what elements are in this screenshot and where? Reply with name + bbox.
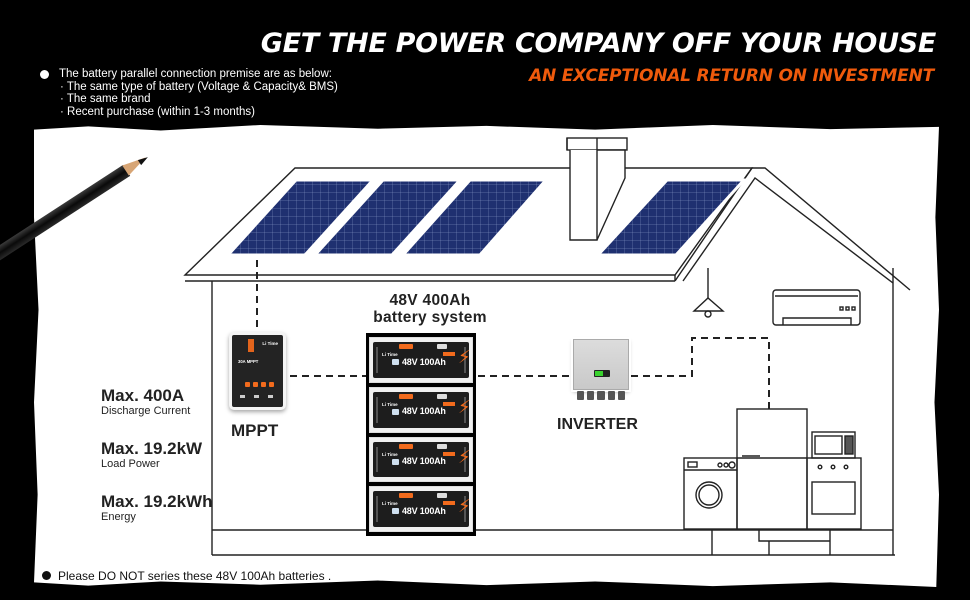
battery-brand: Li Time	[382, 352, 398, 357]
battery-module: Li Time 48V 100Ah ⚡	[373, 391, 471, 428]
battery-model: 48V 100Ah	[402, 406, 446, 417]
battery-model: 48V 100Ah	[402, 356, 446, 367]
battery-model: 48V 100Ah	[402, 505, 446, 516]
stat-label: Load Power	[101, 458, 160, 470]
solar-panel	[311, 178, 464, 257]
premise-item: · The same brand	[60, 93, 151, 105]
chimney	[569, 149, 626, 241]
stat-label: Discharge Current	[101, 405, 191, 417]
stat-value: Max. 19.2kWh	[101, 492, 213, 511]
inverter-ports	[577, 391, 626, 400]
stat-energy: Max. 19.2kWh Energy	[101, 493, 213, 524]
mppt-model: 30A MPPT	[238, 359, 259, 364]
battery-brand: Li Time	[382, 451, 398, 457]
battery-system-capacity: 48V 400Ah	[389, 292, 471, 309]
premise-intro: The battery parallel connection premise …	[59, 68, 332, 80]
lightning-bolt-icon: ⚡	[458, 496, 471, 517]
stat-value: Max. 19.2kW	[101, 439, 203, 458]
battery-brand: Li Time	[382, 501, 398, 507]
solar-panels	[224, 178, 748, 257]
premise-item: · The same type of battery (Voltage & Ca…	[60, 80, 338, 93]
washing-machine	[683, 457, 738, 530]
stat-value: Max. 400A	[101, 386, 185, 405]
lightning-bolt-icon: ⚡	[458, 396, 471, 417]
battery-slot: Li Time 48V 100Ah ⚡	[369, 486, 473, 532]
battery-module: Li Time 48V 100Ah ⚡	[373, 342, 471, 378]
mppt-buttons	[240, 395, 273, 398]
inverter-label: INVERTER	[557, 416, 638, 433]
subheadline: AN EXCEPTIONAL RETURN ON INVESTMENT	[529, 66, 934, 86]
microwave	[811, 431, 856, 459]
battery-brand: Li Time	[382, 401, 398, 407]
mppt-leds	[245, 382, 274, 387]
lightning-bolt-icon: ⚡	[458, 347, 471, 367]
premise-item: · Recent purchase (within 1-3 months)	[60, 105, 255, 118]
roof-gable	[674, 167, 911, 291]
battery-slot: Li Time 48V 100Ah ⚡	[369, 337, 473, 383]
battery-module: Li Time 48V 100Ah ⚡	[373, 441, 471, 478]
inverter-display	[594, 370, 610, 377]
battery-model: 48V 100Ah	[402, 456, 446, 466]
refrigerator	[736, 408, 808, 530]
inverter-unit	[573, 339, 629, 390]
stat-load-power: Max. 19.2kW Load Power	[101, 440, 202, 471]
bullet-icon	[40, 70, 49, 79]
warning-text: Please DO NOT series these 48V 100Ah bat…	[58, 569, 332, 583]
mppt-brand: Li Time	[262, 341, 278, 346]
lamp-shade	[692, 297, 725, 312]
battery-slot: Li Time 48V 100Ah ⚡	[369, 386, 473, 433]
solar-panel	[594, 178, 748, 257]
solar-panel	[224, 178, 377, 257]
series-warning: Please DO NOT series these 48V 100Ah bat…	[42, 569, 331, 583]
battery-system-caption: battery system	[373, 309, 487, 326]
mppt-label: MPPT	[231, 421, 279, 440]
bullet-icon	[42, 571, 51, 580]
wire-inverter-to-house	[631, 337, 770, 409]
stat-discharge-current: Max. 400A Discharge Current	[101, 387, 190, 418]
solar-panel	[399, 178, 550, 257]
mppt-controller: Li Time 30A MPPT	[229, 332, 286, 410]
parallel-premise-note: The battery parallel connection premise …	[40, 68, 338, 118]
lightning-bolt-icon: ⚡	[458, 446, 471, 467]
battery-slot: Li Time 48V 100Ah ⚡	[369, 436, 473, 483]
battery-module: Li Time 48V 100Ah ⚡	[373, 491, 471, 527]
air-conditioner	[772, 289, 861, 326]
headline: GET THE POWER COMPANY OFF YOUR HOUSE	[260, 28, 937, 59]
stat-label: Energy	[101, 511, 136, 523]
battery-stack: Li Time 48V 100Ah ⚡ Li Time 48V 100Ah ⚡ …	[366, 333, 476, 536]
battery-system-title: 48V 400Ah battery system	[350, 292, 510, 326]
